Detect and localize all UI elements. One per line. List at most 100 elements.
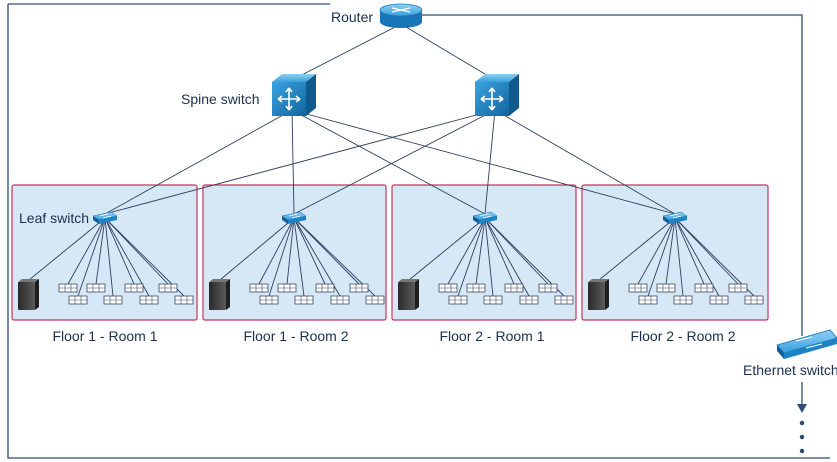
leaf1-device-link-3 bbox=[95, 217, 106, 285]
workstation-icon-r4-4 bbox=[728, 283, 748, 293]
router-icon bbox=[379, 3, 423, 28]
leaf3-device-link-5 bbox=[484, 217, 549, 285]
leaf3-device-link-7 bbox=[484, 217, 494, 297]
workstation-icon-r1-4 bbox=[158, 283, 178, 293]
spine1-leaf2-link bbox=[291, 109, 295, 215]
workstation-icon-r2-3 bbox=[315, 283, 335, 293]
workstation-icon-r2-4 bbox=[349, 283, 369, 293]
workstation-icon-r4-3 bbox=[694, 283, 714, 293]
leaf4-device-link-6 bbox=[647, 217, 676, 297]
leaf2-device-link-9 bbox=[293, 217, 376, 297]
leaf2-device-link-6 bbox=[268, 217, 295, 297]
workstation-icon-r1-8 bbox=[174, 295, 194, 305]
workstation-icon-r1-6 bbox=[103, 295, 123, 305]
router-spine-link-1 bbox=[291, 23, 402, 81]
spine2-leaf3-link bbox=[484, 109, 496, 215]
leaf3-device-link-6 bbox=[457, 217, 486, 297]
leaf2-device-link-8 bbox=[293, 217, 341, 297]
rooms-layer bbox=[11, 184, 769, 321]
workstation-icon-r3-2 bbox=[466, 283, 486, 293]
leaf-switch-icon-2 bbox=[281, 211, 307, 224]
server-tower-icon-3 bbox=[398, 279, 419, 310]
spine2-leaf1-link bbox=[104, 109, 496, 215]
workstation-icon-r4-6 bbox=[673, 295, 693, 305]
workstation-icon-r3-8 bbox=[554, 295, 574, 305]
workstation-icon-r1-5 bbox=[68, 295, 88, 305]
workstation-icon-r3-3 bbox=[504, 283, 524, 293]
leaf4-device-link-1 bbox=[598, 217, 676, 281]
leaf2-device-link-2 bbox=[258, 217, 295, 285]
devices-layer bbox=[18, 279, 764, 310]
leaf-switches-layer bbox=[92, 211, 688, 224]
spine-switch-label: Spine switch bbox=[181, 91, 260, 107]
leaf4-device-link-8 bbox=[674, 217, 720, 297]
leaf4-device-link-2 bbox=[637, 217, 676, 285]
leaf4-device-link-3 bbox=[665, 217, 676, 285]
workstation-icon-r4-5 bbox=[638, 295, 658, 305]
room-box-1 bbox=[11, 184, 198, 321]
leaf2-device-link-3 bbox=[286, 217, 295, 285]
leaf1-device-link-7 bbox=[104, 217, 114, 297]
links-layer bbox=[28, 23, 755, 297]
spine-switch-icon-1 bbox=[272, 74, 316, 116]
workstation-icon-r1-1 bbox=[58, 283, 78, 293]
workstation-icon-r3-1 bbox=[438, 283, 458, 293]
leaf-switch-label: Leaf switch bbox=[19, 210, 89, 226]
workstation-icon-r2-8 bbox=[365, 295, 385, 305]
leaf-switch-icon-3 bbox=[472, 211, 498, 224]
room-box-3 bbox=[391, 184, 577, 321]
leaf3-device-link-8 bbox=[484, 217, 530, 297]
leaf4-device-link-7 bbox=[674, 217, 684, 297]
router-spine-link-2 bbox=[400, 23, 496, 81]
leaf3-device-link-1 bbox=[408, 217, 486, 281]
leaf1-device-link-9 bbox=[104, 217, 185, 297]
workstation-icon-r3-4 bbox=[538, 283, 558, 293]
room-label-3: Floor 2 - Room 1 bbox=[439, 328, 544, 344]
spine1-leaf1-link bbox=[104, 109, 293, 215]
spine-switch-icon-2 bbox=[475, 74, 519, 116]
leaf1-device-link-4 bbox=[104, 217, 135, 285]
room-label-2: Floor 1 - Room 2 bbox=[243, 328, 348, 344]
workstation-icon-r1-7 bbox=[139, 295, 159, 305]
workstation-icon-r2-5 bbox=[259, 295, 279, 305]
workstation-icon-r4-1 bbox=[628, 283, 648, 293]
workstation-icon-r2-7 bbox=[330, 295, 350, 305]
leaf3-device-link-9 bbox=[484, 217, 565, 297]
leaf3-device-link-2 bbox=[447, 217, 486, 285]
spine2-leaf4-link bbox=[494, 109, 676, 215]
spine2-leaf2-link bbox=[293, 109, 496, 215]
workstation-icon-r4-8 bbox=[744, 295, 764, 305]
workstation-icon-r3-6 bbox=[483, 295, 503, 305]
leaf2-device-link-1 bbox=[219, 217, 295, 281]
workstation-icon-r1-2 bbox=[86, 283, 106, 293]
workstation-icon-r2-2 bbox=[277, 283, 297, 293]
leaf-switch-icon-4 bbox=[662, 211, 688, 224]
leaf1-device-link-8 bbox=[104, 217, 150, 297]
leaf1-device-link-2 bbox=[67, 217, 106, 285]
outer-frame bbox=[7, 3, 830, 459]
room-box-2 bbox=[202, 184, 387, 321]
workstation-icon-r2-6 bbox=[294, 295, 314, 305]
spine-switches-layer bbox=[272, 74, 519, 116]
leaf3-device-link-3 bbox=[475, 217, 486, 285]
leaf2-device-link-4 bbox=[293, 217, 326, 285]
router-to-ethernet-uplink bbox=[422, 14, 807, 454]
room-label-4: Floor 2 - Room 2 bbox=[630, 328, 735, 344]
ethernet-switch-label: Ethernet switch bbox=[743, 362, 837, 378]
spine1-leaf4-link bbox=[291, 109, 676, 215]
leaf4-device-link-9 bbox=[674, 217, 755, 297]
room-label-1: Floor 1 - Room 1 bbox=[52, 328, 157, 344]
room-box-4 bbox=[581, 184, 769, 321]
server-tower-icon-1 bbox=[18, 279, 39, 310]
workstation-icon-r4-7 bbox=[709, 295, 729, 305]
router-label: Router bbox=[331, 9, 373, 25]
workstation-icon-r3-7 bbox=[519, 295, 539, 305]
server-tower-icon-2 bbox=[209, 279, 230, 310]
leaf4-device-link-4 bbox=[674, 217, 705, 285]
leaf1-device-link-6 bbox=[77, 217, 106, 297]
server-tower-icon-4 bbox=[588, 279, 609, 310]
leaf-switch-icon-1 bbox=[92, 211, 118, 224]
leaf1-device-link-5 bbox=[104, 217, 169, 285]
workstation-icon-r2-1 bbox=[249, 283, 269, 293]
